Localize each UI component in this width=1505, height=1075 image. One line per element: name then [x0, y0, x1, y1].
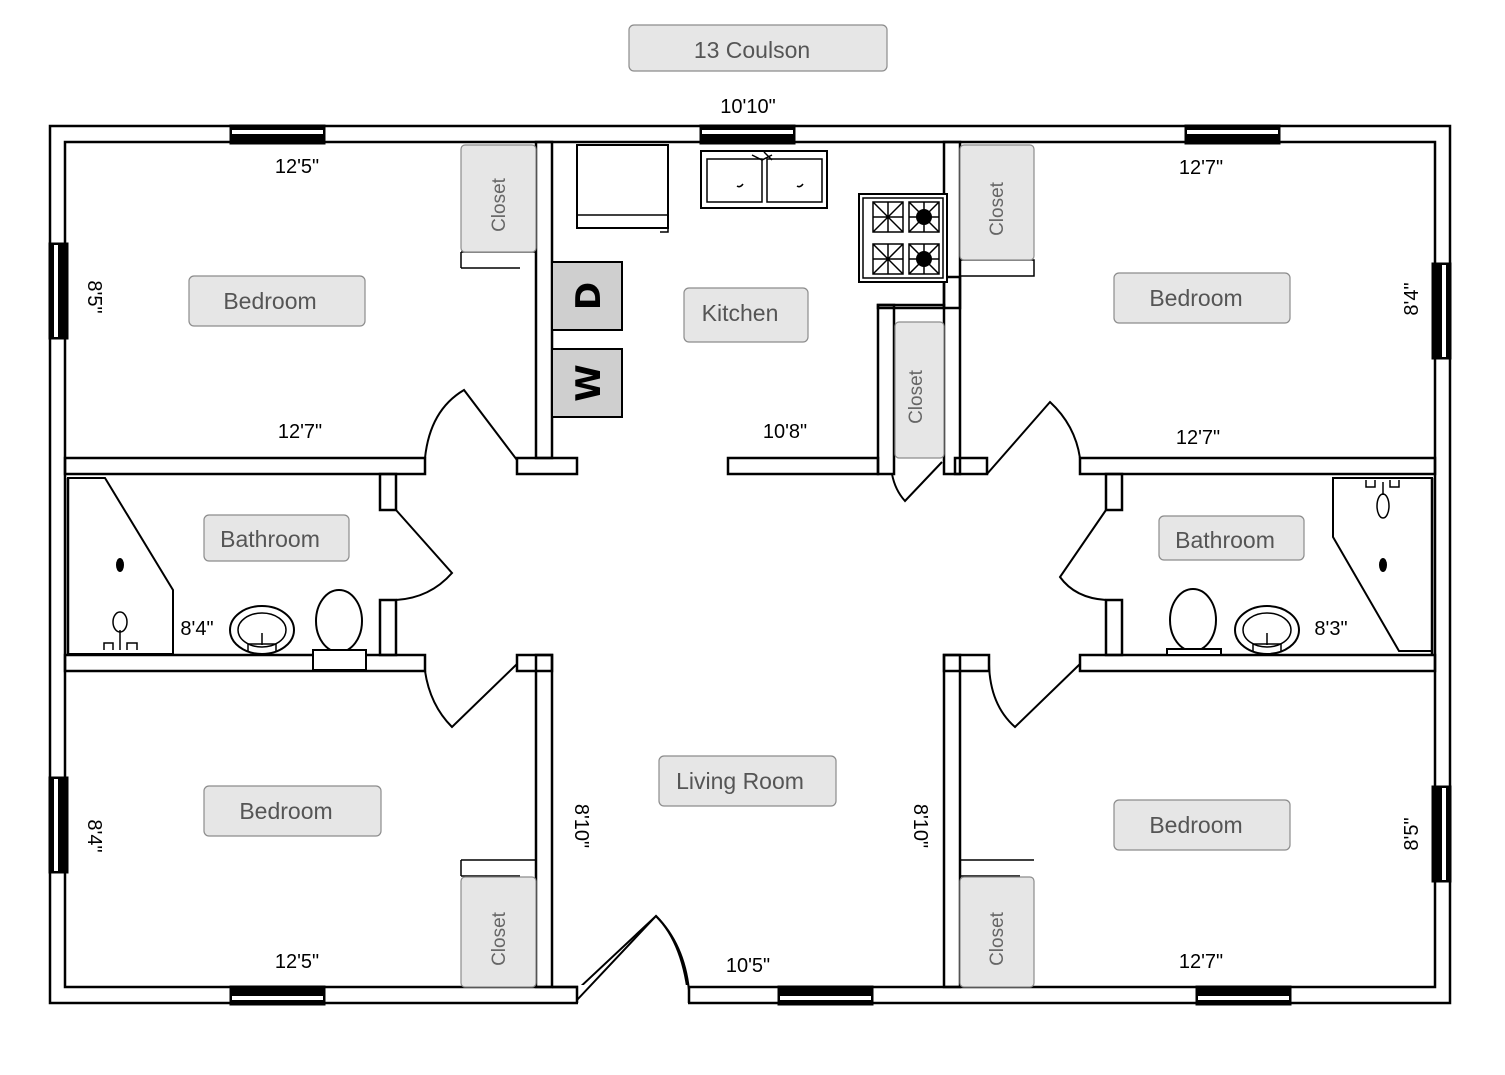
svg-text:Bedroom: Bedroom — [239, 798, 332, 824]
sink-icon — [700, 150, 828, 209]
svg-text:Bathroom: Bathroom — [220, 526, 320, 552]
svg-text:Kitchen: Kitchen — [702, 300, 779, 326]
closet-label: Closet — [489, 911, 510, 966]
svg-text:Bedroom: Bedroom — [223, 288, 316, 314]
room-label-living: Living Room — [658, 755, 837, 807]
shower-icon — [66, 477, 174, 655]
closet-tl: Closet — [460, 144, 537, 253]
dim-bed-tr-top: 12'7" — [1179, 157, 1223, 179]
dim-bed-br-side: 8'5" — [1401, 817, 1423, 850]
dim-bed-tr-side: 8'4" — [1401, 282, 1423, 315]
room-label-bedroom-br: Bedroom — [1113, 799, 1291, 851]
toilet-icon — [312, 589, 367, 671]
dim-bath-r: 8'3" — [1314, 618, 1347, 640]
dim-bed-bl-bottom: 12'5" — [275, 951, 319, 973]
svg-text:Bedroom: Bedroom — [1149, 285, 1242, 311]
windows — [48, 124, 1452, 1006]
dim-bath-l: 8'4" — [180, 618, 213, 640]
room-label-bathroom-l: Bathroom — [203, 514, 350, 562]
sink-icon — [229, 605, 295, 655]
room-label-bedroom-tl: Bedroom — [188, 275, 366, 327]
shower-icon — [1332, 477, 1434, 654]
closet-label: Closet — [987, 181, 1008, 236]
closet-br: Closet — [959, 876, 1035, 988]
doors — [395, 388, 1107, 1009]
closet-tr: Closet — [959, 144, 1035, 261]
dryer-icon: D — [551, 261, 623, 331]
toilet-icon — [1166, 588, 1222, 656]
dim-bed-tl-side: 8'5" — [83, 280, 105, 313]
svg-text:Bathroom: Bathroom — [1175, 527, 1275, 553]
dim-bed-br-bottom: 12'7" — [1179, 951, 1223, 973]
room-label-bedroom-bl: Bedroom — [203, 785, 382, 837]
dim-kitchen-top: 10'10" — [720, 96, 775, 118]
dim-bed-tl-top: 12'5" — [275, 156, 319, 178]
dryer-label: D — [569, 282, 609, 310]
interior-walls — [63, 140, 1437, 989]
stove-icon — [858, 193, 948, 283]
plan-title: 13 Coulson — [628, 24, 888, 72]
room-label-bedroom-tr: Bedroom — [1113, 272, 1291, 324]
dim-living-left: 8'10" — [570, 804, 592, 848]
refrigerator-icon — [576, 144, 669, 233]
dim-living-bottom: 10'5" — [726, 955, 770, 977]
closet-kitchen: Closet — [894, 321, 945, 459]
washer-icon: W — [551, 348, 623, 418]
dim-bed-bl-side: 8'4" — [83, 819, 105, 852]
svg-text:Bedroom: Bedroom — [1149, 812, 1242, 838]
dimensions: 10'10" 12'5" 8'5" 12'7" 10'8" 12'7" 8'4"… — [83, 96, 1423, 977]
exterior-walls — [48, 124, 1452, 1005]
closet-label: Closet — [489, 177, 510, 232]
closet-label: Closet — [987, 911, 1008, 966]
dim-kitchen-bottom: 10'8" — [763, 421, 807, 443]
svg-text:Living Room: Living Room — [676, 768, 804, 794]
washer-label: W — [569, 364, 609, 402]
closet-label: Closet — [906, 369, 927, 424]
plan-title-text: 13 Coulson — [694, 37, 810, 63]
closet-bl: Closet — [460, 876, 537, 988]
dim-bed-tl-bottom: 12'7" — [278, 421, 322, 443]
room-label-bathroom-r: Bathroom — [1158, 515, 1305, 561]
dim-living-right: 8'10" — [909, 804, 931, 848]
room-label-kitchen: Kitchen — [683, 287, 809, 343]
dim-bed-tr-bottom: 12'7" — [1176, 427, 1220, 449]
sink-icon — [1234, 605, 1300, 655]
